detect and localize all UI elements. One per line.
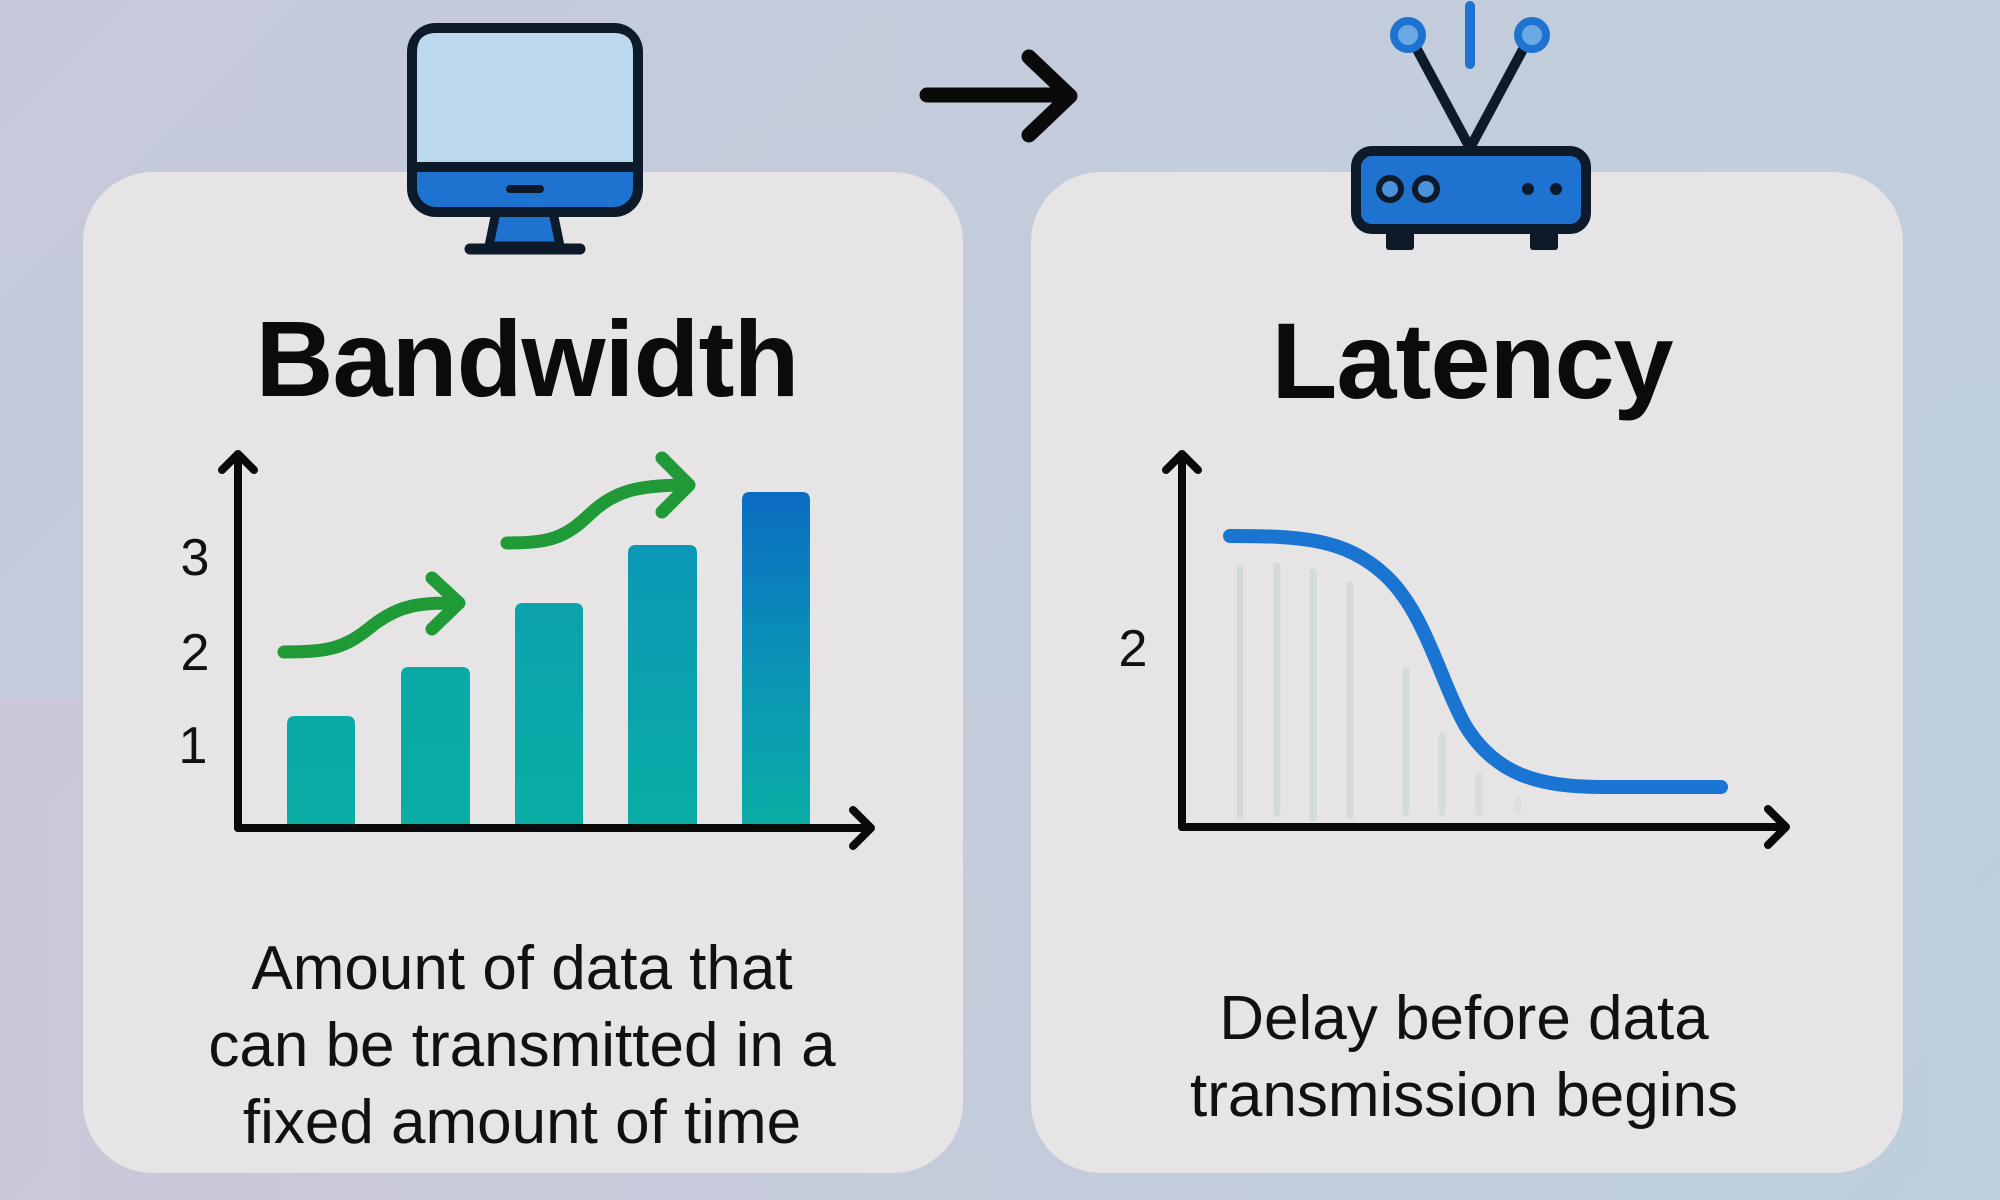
latency-title: Latency bbox=[1271, 300, 1673, 421]
y-tick-1: 1 bbox=[178, 717, 208, 775]
y-tick-3: 3 bbox=[180, 529, 210, 587]
description-line: Amount of data that bbox=[251, 934, 793, 1003]
description-line: fixed amount of time bbox=[242, 1088, 802, 1157]
y-tick-2: 2 bbox=[1118, 620, 1148, 678]
description-line: Delay before data bbox=[1219, 984, 1709, 1053]
y-tick-2: 2 bbox=[180, 624, 210, 682]
description-line: can be transmitted in a bbox=[208, 1011, 836, 1080]
description-line: transmission begins bbox=[1190, 1061, 1738, 1130]
latency-description: Delay before data transmission begins bbox=[1190, 980, 1738, 1134]
bandwidth-description: Amount of data that can be transmitted i… bbox=[208, 930, 835, 1161]
bandwidth-title: Bandwidth bbox=[255, 298, 800, 419]
